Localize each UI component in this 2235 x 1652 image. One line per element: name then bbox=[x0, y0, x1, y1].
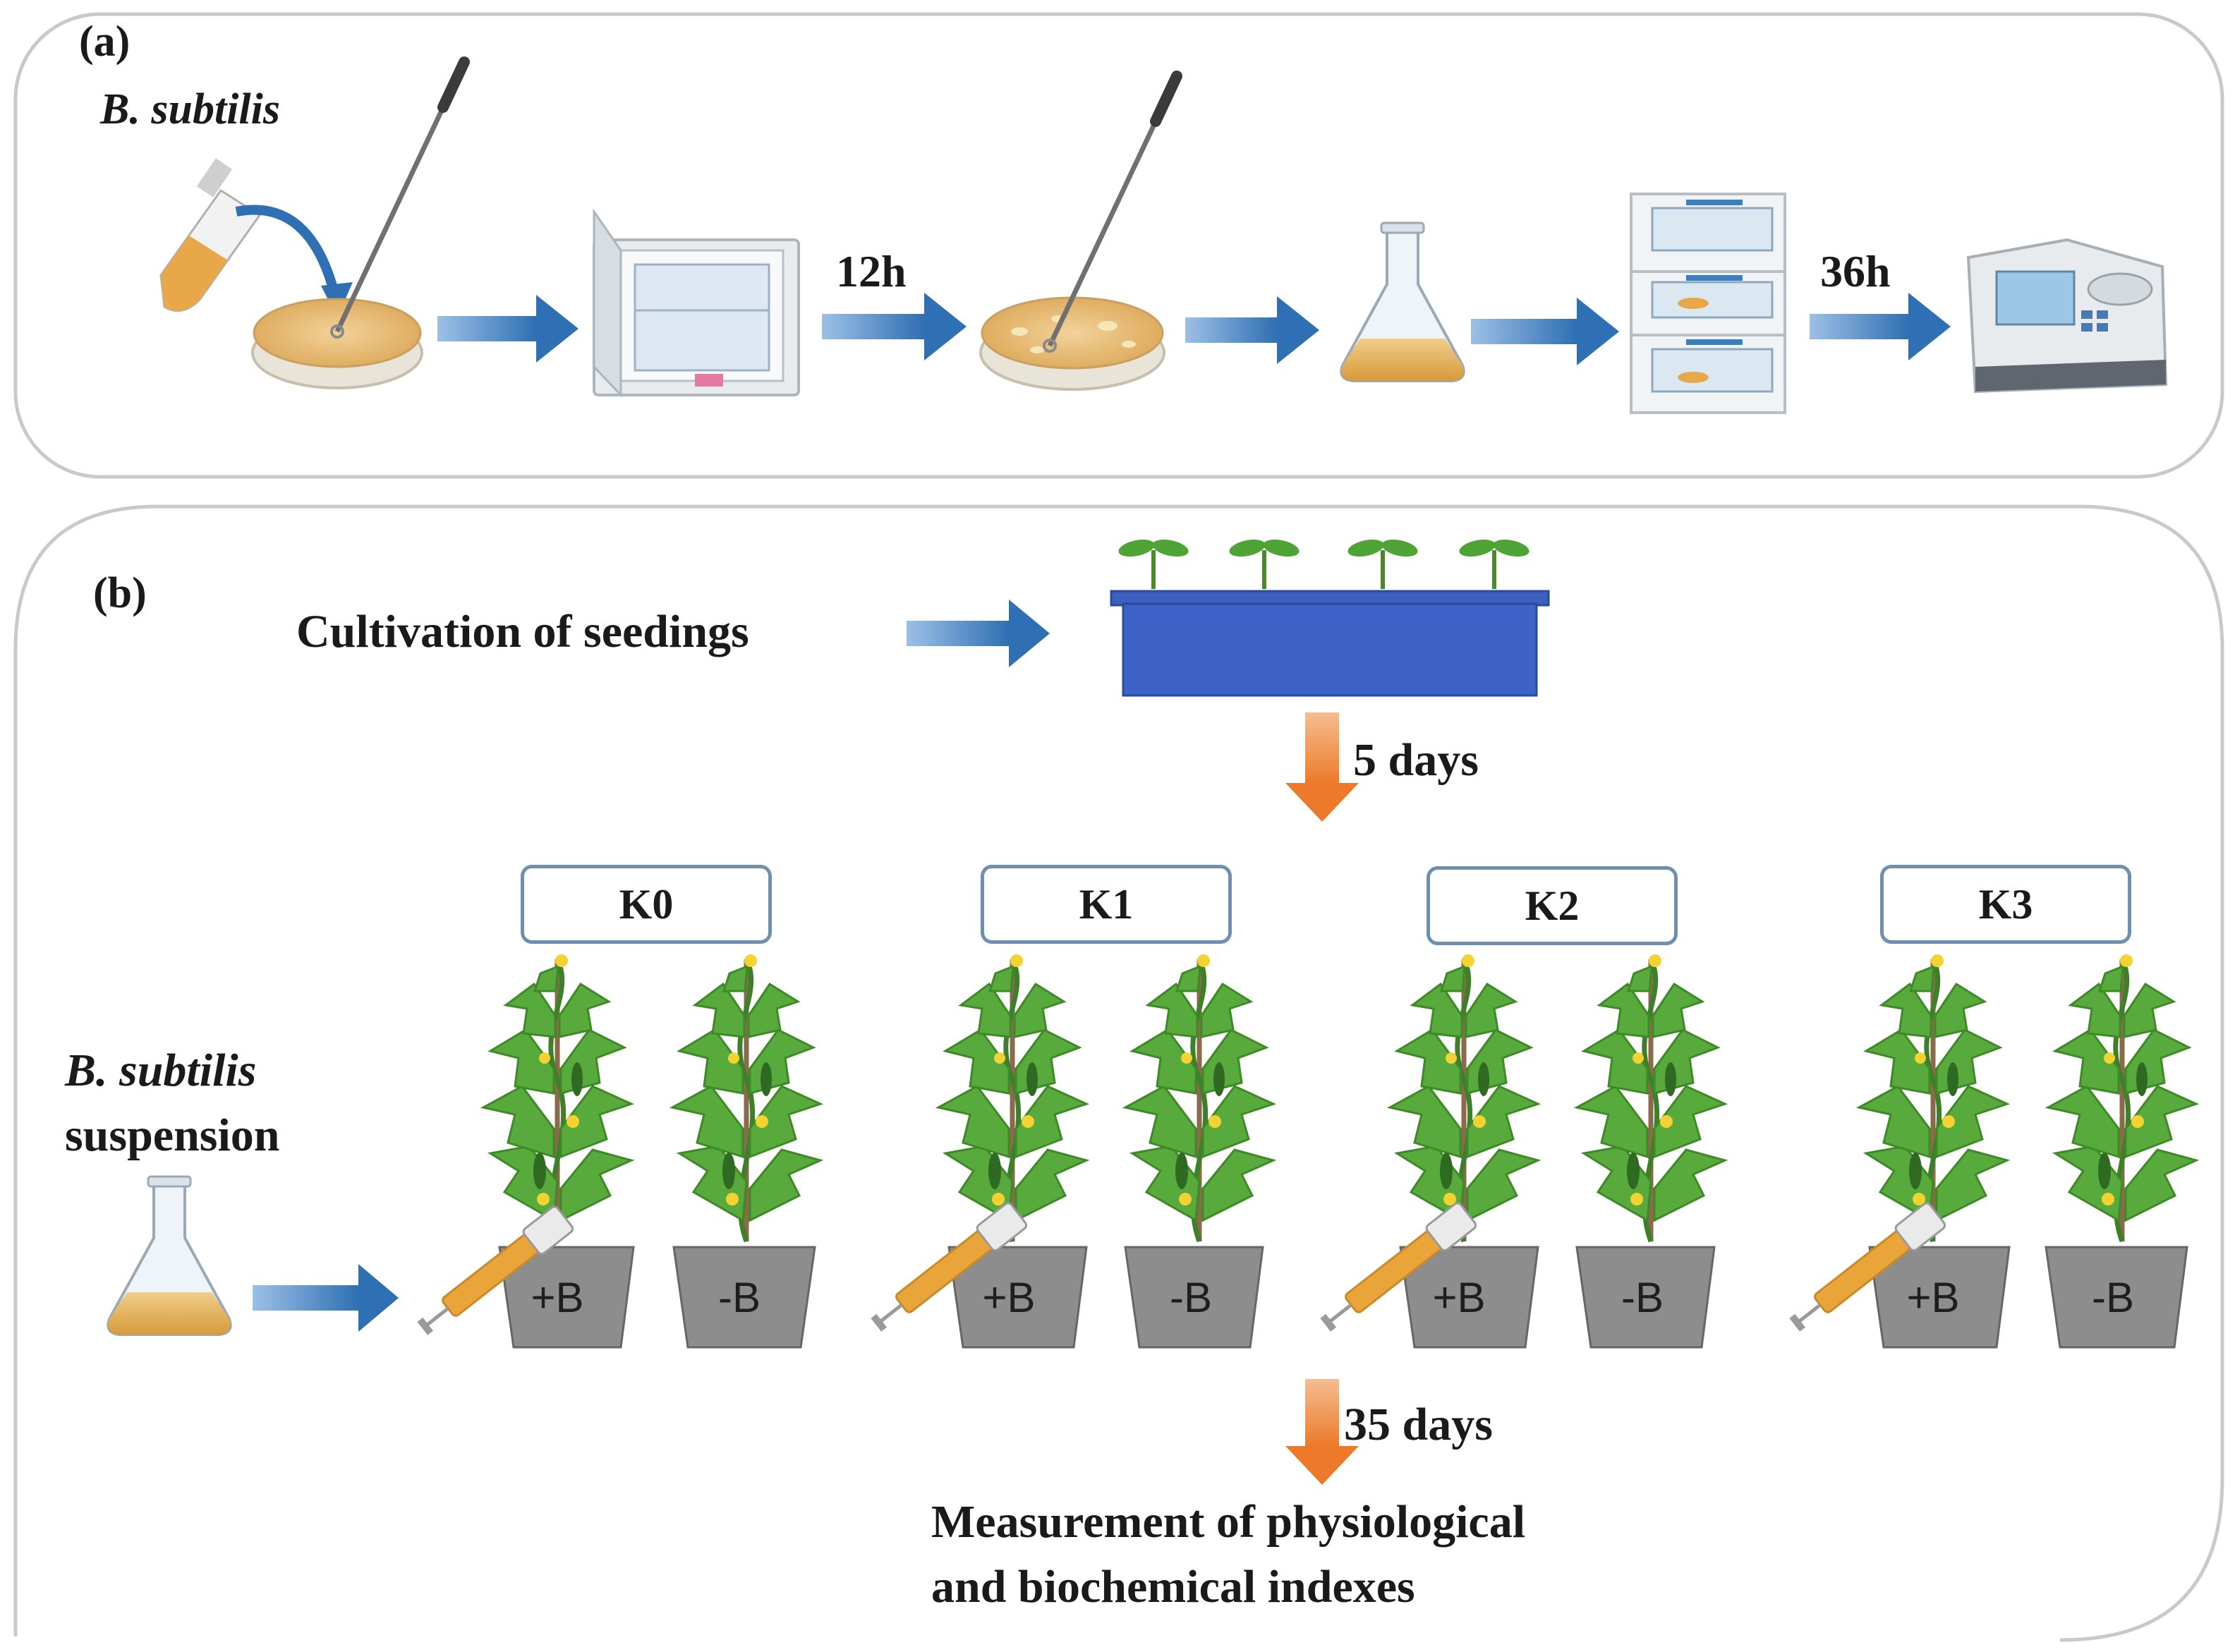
arrow-a-3 bbox=[1185, 296, 1319, 364]
transfer-curve-arrow bbox=[235, 205, 340, 298]
incubator-icon bbox=[593, 208, 800, 398]
petri-dish-icon bbox=[251, 298, 423, 389]
group-K1-plants bbox=[866, 954, 1273, 1349]
group-K3-plants bbox=[1785, 954, 2196, 1349]
arrow-b-35days bbox=[1285, 1379, 1359, 1485]
group-K2-plants bbox=[1316, 954, 1725, 1349]
panel-a-frame bbox=[13, 12, 2224, 479]
arrow-a-4 bbox=[1471, 298, 1619, 365]
inoculation-loop-icon bbox=[332, 62, 464, 337]
seedling-tray-icon bbox=[1110, 537, 1550, 697]
group-K0-plants bbox=[413, 954, 820, 1349]
tube-icon bbox=[159, 158, 262, 312]
arrow-b-seedlings bbox=[907, 600, 1050, 667]
arrow-b-suspension bbox=[253, 1264, 399, 1332]
colony-plate-icon bbox=[979, 296, 1165, 391]
panel-b-frame bbox=[13, 504, 2224, 1642]
arrow-a-1 bbox=[437, 295, 579, 363]
arrow-b-5days bbox=[1285, 712, 1359, 822]
flask-icon bbox=[1340, 221, 1465, 382]
suspension-flask-icon bbox=[107, 1175, 232, 1336]
analyzer-icon bbox=[1966, 238, 2168, 394]
arrow-a-2 bbox=[822, 293, 967, 360]
arrow-a-5 bbox=[1810, 293, 1951, 360]
shaker-incubator-icon bbox=[1630, 193, 1786, 414]
